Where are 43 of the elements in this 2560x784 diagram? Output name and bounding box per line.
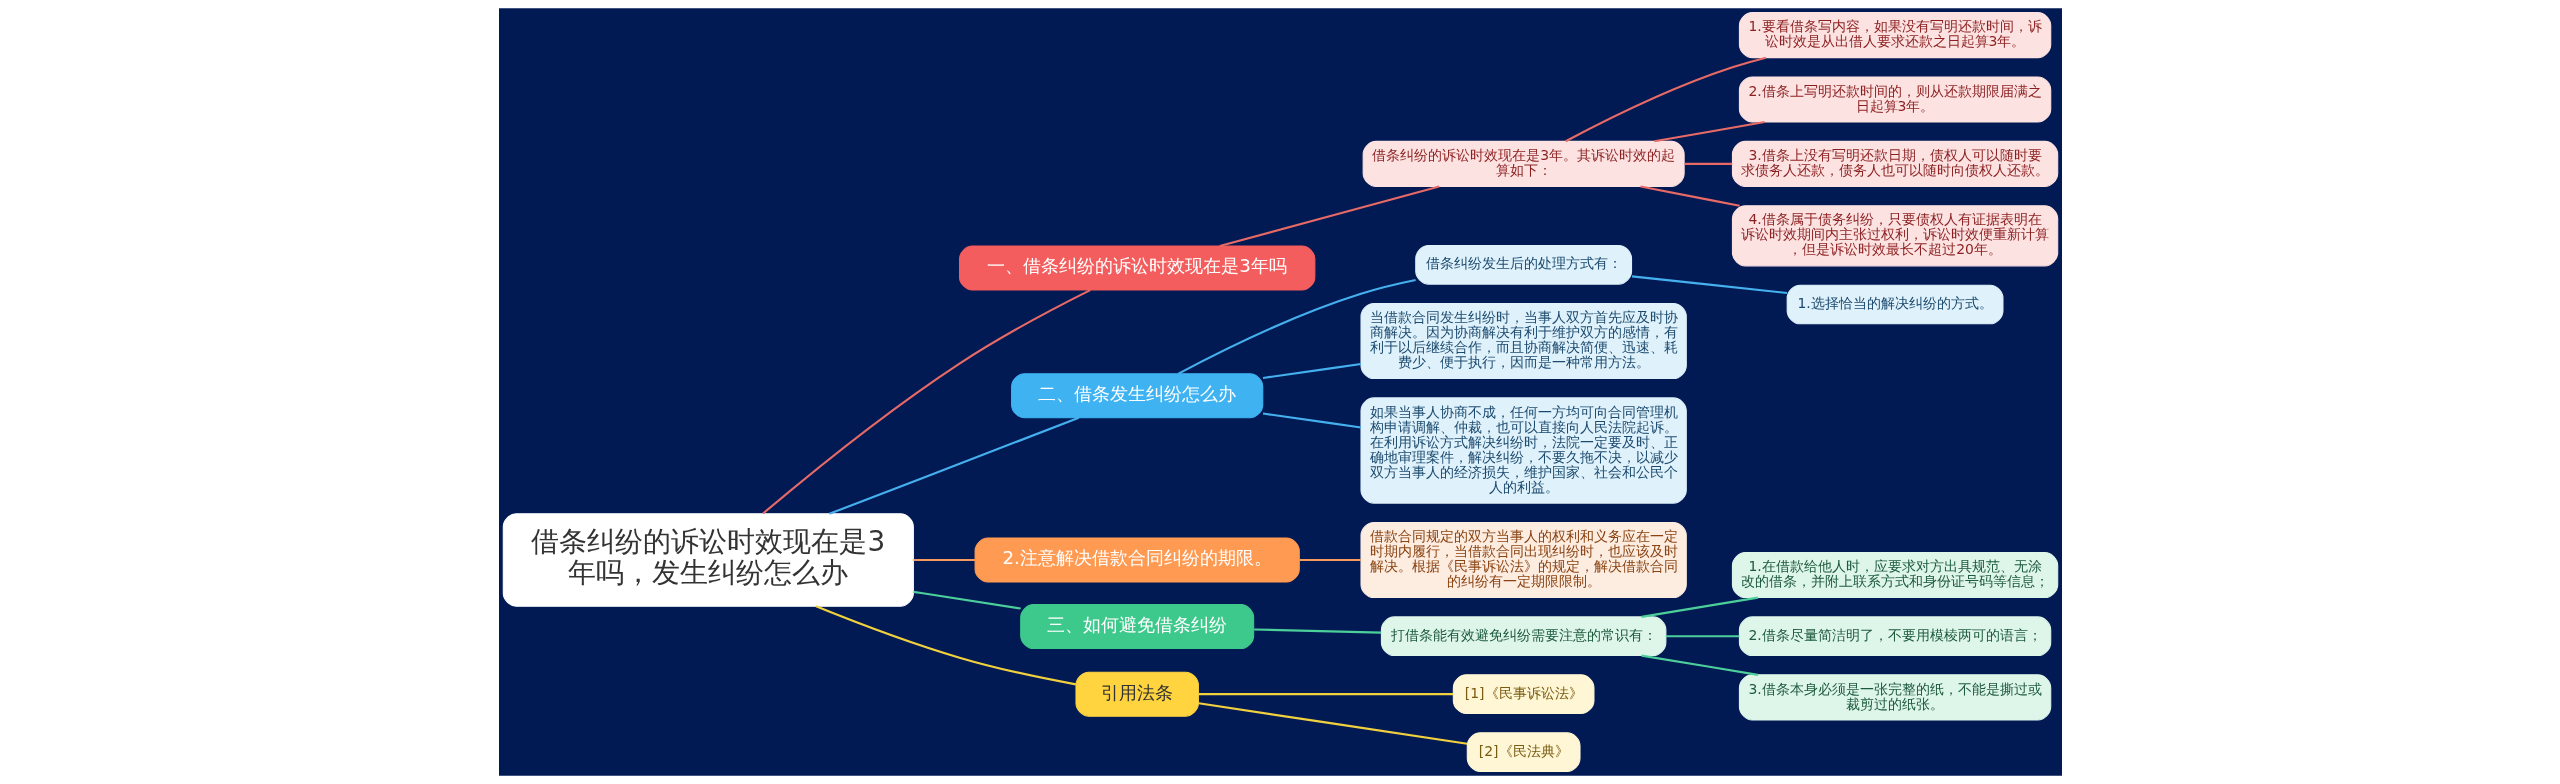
node-box: [1]《民事诉讼法》 bbox=[1452, 674, 1594, 715]
connector bbox=[1684, 162, 1732, 165]
connector bbox=[1640, 596, 1758, 618]
node-box: 4.借条属于债务纠纷，只要债权人有证据表明在诉讼时效期间内主张过权利，诉讼时效便重新计算，但是诉讼时效最长不超过20年。 bbox=[1731, 205, 2058, 267]
connector bbox=[828, 416, 1079, 515]
node-box: 三、如何避免借条纠纷 bbox=[1019, 604, 1254, 650]
connector bbox=[1653, 121, 1765, 143]
node-box: 1.选择恰当的解决纠纷的方式。 bbox=[1786, 284, 2003, 325]
connector bbox=[912, 590, 1021, 610]
node-box: 借条纠纷的诉讼时效现在是3年吗，发生纠纷怎么办 bbox=[502, 513, 914, 607]
connector bbox=[1639, 185, 1740, 207]
connector bbox=[1262, 362, 1361, 380]
connector bbox=[1177, 279, 1416, 375]
node-box: 3.借条上没有写明还款日期，债权人可以随时要求债务人还款，债务人也可以随时向债权人还款。 bbox=[1731, 140, 2058, 187]
connector bbox=[1631, 275, 1787, 295]
connector bbox=[1218, 185, 1439, 247]
node-box: 2.借条尽量简洁明了，不要用模棱两可的语言； bbox=[1738, 616, 2051, 657]
connector bbox=[1298, 558, 1361, 562]
connector bbox=[761, 289, 1091, 515]
node-box: [2]《民法典》 bbox=[1466, 732, 1581, 772]
node-box: 如果当事人协商不成，任何一方均可向合同管理机构申请调解、仲裁，也可以直接向人民法院起诉。在利用诉讼方式解决纠纷时，法院一定要及时、正确地审理案件，解决纠纷，不要久拖不决，以减少双方当事人的经济损失，维护国家、社会和公民个人的利益。 bbox=[1359, 397, 1687, 504]
node-box: 1.在借款给他人时，应要求对方出具规范、无涂改的借条，并附上联系方式和身份证号码等信息； bbox=[1731, 551, 2058, 599]
node-box: 二、借条发生纠纷怎么办 bbox=[1010, 373, 1263, 419]
node-box: 2.注意解决借款合同纠纷的期限。 bbox=[974, 537, 1300, 583]
node-box: 借款合同规定的双方当事人的权利和义务应在一定时期内履行，当借款合同出现纠纷时，也应该及时解决。根据《民事诉讼法》的规定，解决借款合同的纠纷有一定期限限制。 bbox=[1359, 521, 1687, 599]
connector bbox=[1198, 702, 1467, 745]
node-box: 打借条能有效避免纠纷需要注意的常识有： bbox=[1380, 616, 1666, 657]
node-box: 当借款合同发生纠纷时，当事人双方首先应及时协商解决。因为协商解决有利于维护双方的感情，有利于以后继续合作，而且协商解决简便、迅速、耗费少、便于执行，因而是一种常用方法。 bbox=[1359, 302, 1687, 380]
connector bbox=[1640, 654, 1758, 676]
node-box: 3.借条本身必须是一张完整的纸，不能是撕过或裁剪过的纸张。 bbox=[1738, 674, 2051, 721]
node-box: 借条纠纷发生后的处理方式有： bbox=[1414, 244, 1632, 285]
connector bbox=[1564, 56, 1766, 143]
connector bbox=[1262, 412, 1361, 429]
connector bbox=[1665, 635, 1739, 638]
node-box: 2.借条上写明还款时间的，则从还款期限届满之日起算3年。 bbox=[1738, 76, 2051, 123]
node-box: 1.要看借条写内容，如果没有写明还款时间，诉讼时效是从出借人要求还款之日起算3年。 bbox=[1738, 12, 2051, 59]
node-box: 借条纠纷的诉讼时效现在是3年。其诉讼时效的起算如下： bbox=[1362, 140, 1685, 187]
node-box: 引用法条 bbox=[1074, 671, 1199, 717]
connector bbox=[912, 558, 975, 562]
connector bbox=[1253, 628, 1381, 634]
connector bbox=[815, 605, 1076, 686]
connector bbox=[1198, 693, 1453, 696]
node-box: 一、借条纠纷的诉讼时效现在是3年吗 bbox=[958, 245, 1315, 291]
